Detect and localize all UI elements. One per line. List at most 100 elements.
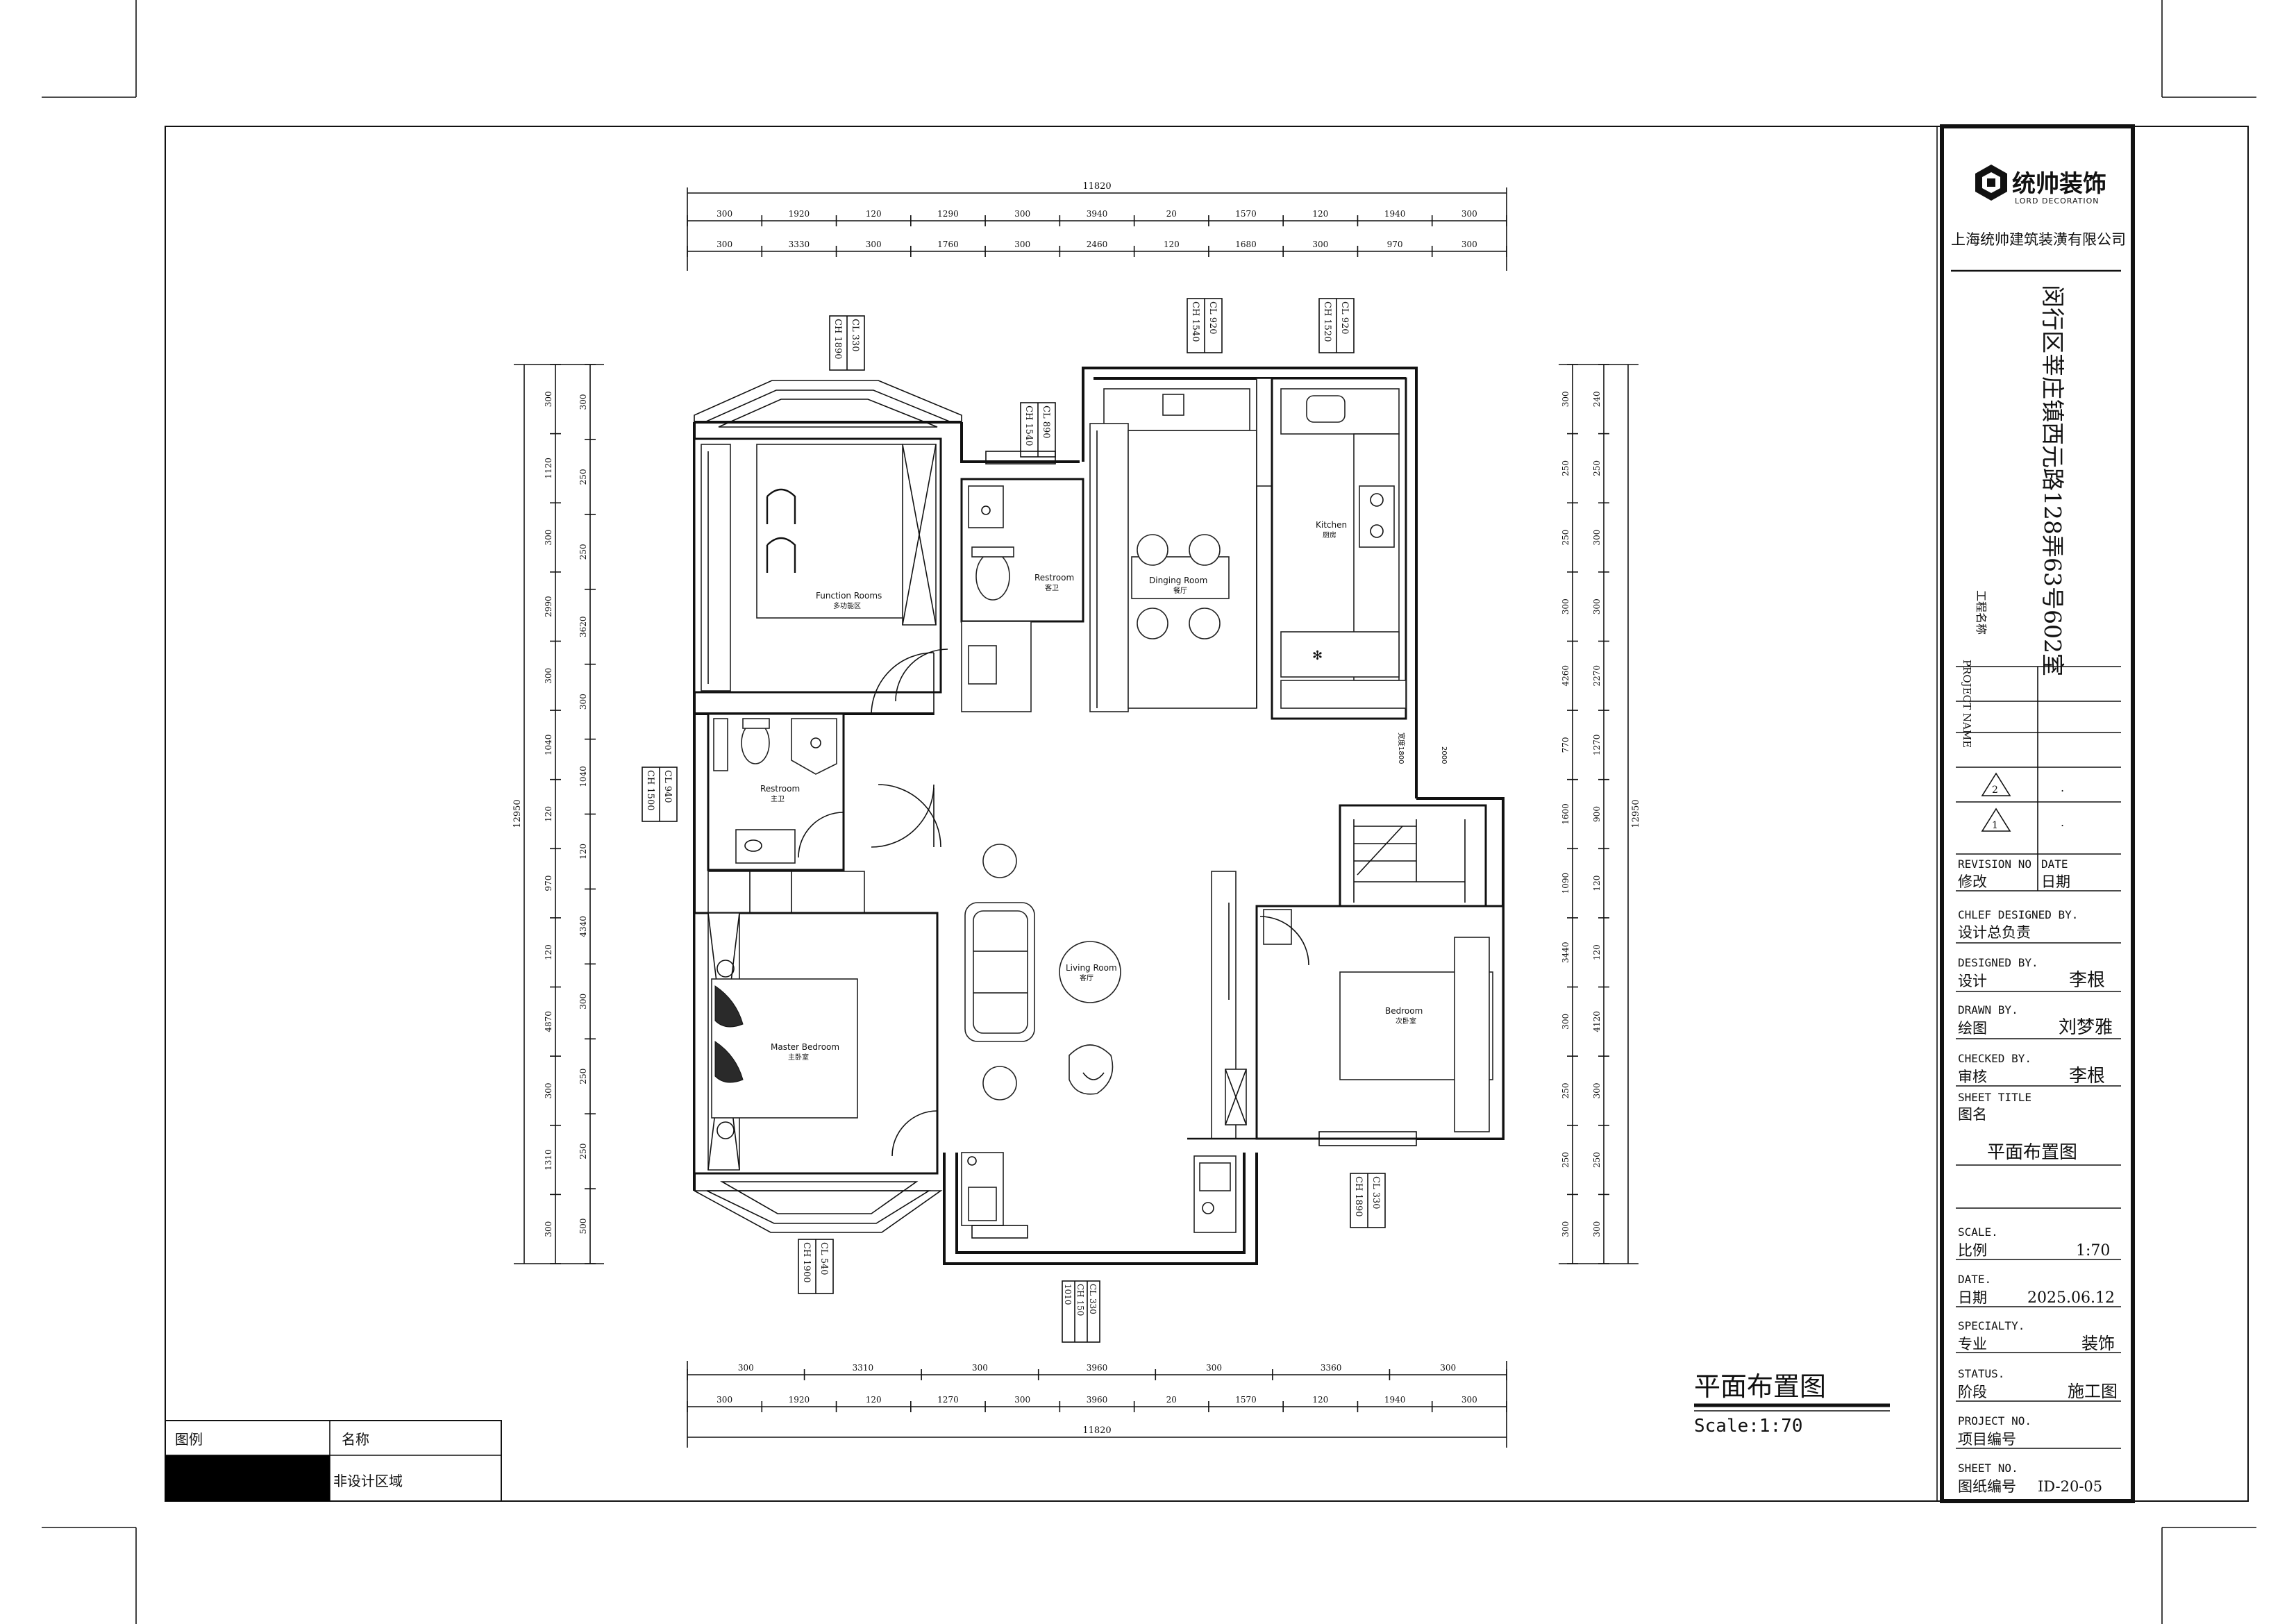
designed-label: DESIGNED BY. [1958,956,2038,969]
project-label-cn: 工程名称 [1975,590,1988,635]
dimension-label: 300 [1561,391,1570,407]
dimension-label: 1570 [1235,209,1257,219]
stove-icon [1359,485,1395,548]
status-label: STATUS. [1958,1367,2004,1380]
function-room-label-cn: 多功能区 [833,601,861,610]
window-tag: 1010 CH 150 CL 330 [1062,1280,1100,1343]
date-value: 2025.06.12 [2027,1289,2115,1307]
dimension-label: 1920 [789,209,810,219]
project-name: 闵行区莘庄镇西元路128弄63号602室 [2039,285,2066,676]
dimension-label: 300 [1440,1363,1456,1373]
dimension-label: 4340 [578,916,588,937]
window-tag-1010: 1010 [1063,1284,1073,1305]
dimension-label: 500 [578,1219,588,1234]
dimension-label: 300 [1014,240,1030,249]
dimension-label: 300 [1592,1221,1602,1237]
dimension-label: 250 [578,544,588,560]
title-block: 统帅装饰 LORD DECORATION 上海统帅建筑装潢有限公司 PROJEC… [1940,124,2135,1503]
note-1800: 宽度1800 [1397,733,1406,764]
window-tag-cl: CL 330 [1371,1176,1381,1209]
dining-room-label: Dinging Room [1149,576,1207,585]
kitchen-label-cn: 厨房 [1323,530,1336,539]
window-tag-ch: CH 1900 [801,1242,812,1283]
bedroom-label-cn: 次卧室 [1396,1016,1416,1026]
dimension-label: 1940 [1384,1395,1406,1405]
dimension-label: 3940 [1087,209,1108,219]
scale-label: SCALE. [1958,1225,1998,1239]
master-bedroom-label: Master Bedroom [771,1042,839,1052]
dimension-label: 300 [738,1363,754,1373]
drawn-value: 刘梦雅 [2059,1017,2113,1038]
window-tag-ch: CH 1520 [1322,301,1332,342]
floor-plan: Function Rooms 多功能区 Restroom 客卫 [693,367,1505,1265]
dimension-label: 300 [717,1395,732,1405]
dimension-label: 11820 [1082,1425,1111,1436]
drawn-label: DRAWN BY. [1958,1003,2018,1016]
window-tag-ch: CH 150 [1075,1284,1085,1316]
dimension-label: 300 [866,240,882,249]
window-tag: CH 1520 CL 920 [1318,298,1355,353]
window-tag-cl: CL 540 [819,1242,829,1275]
drawing-title: 平面布置图 Scale:1:70 [1694,1371,1890,1437]
company-name: 上海统帅建筑装潢有限公司 [1951,231,2126,248]
revision-table [1956,667,2121,891]
dimension-label: 120 [1592,944,1602,960]
dimension-label: 300 [544,530,553,546]
checked-label-cn: 审核 [1958,1069,1987,1085]
crop-marks [42,0,2256,1624]
sheet-no-value: ID-20-05 [2038,1478,2102,1495]
dimension-label: 2990 [544,596,553,617]
door-swings [871,652,941,848]
dimension-label: 1920 [789,1395,810,1405]
dimension-label: 120 [866,209,882,219]
dimension-label: 120 [544,944,553,960]
dimension-label: 300 [1014,209,1030,219]
scale-label-cn: 比例 [1958,1242,1987,1259]
status-label-cn: 阶段 [1958,1384,1987,1400]
restroom-master: Restroom 主卫 [707,712,865,914]
pillow-icon [714,985,744,1083]
dimension-label: 3310 [853,1363,874,1373]
dimension-label: 300 [578,394,588,410]
window-tag-cl: CL 920 [1339,301,1350,335]
dimension-label: 3620 [578,616,588,637]
revision-dot: . [2061,781,2064,794]
window-tag-cl: CL 920 [1207,301,1218,335]
dimension-label: 300 [1461,209,1477,219]
drawing-scale: Scale:1:70 [1694,1416,1803,1437]
dimension-label: 900 [1592,806,1602,822]
sheet-frame [165,126,2249,1502]
project-label-en: PROJECT NAME [1961,660,1973,748]
chief-label-cn: 设计总负责 [1958,924,2031,941]
dimension-lines [514,187,1639,1448]
company-logo: 统帅装饰 LORD DECORATION [1975,165,2106,206]
legend-swatch [165,1455,330,1501]
dimension-label: 250 [578,469,588,485]
window-tag: CH 1500 CL 940 [642,767,678,822]
window-tag: CH 1900 CL 540 [798,1239,834,1294]
dimension-label: 300 [717,209,732,219]
dimension-label: 300 [1312,240,1328,249]
window-tag: CH 1540 CL 890 [1020,402,1056,458]
dimension-label: 300 [1561,1221,1570,1237]
dimension-label: 4870 [544,1011,553,1032]
staircase [1339,804,1487,907]
dimension-label: 300 [1592,1083,1602,1099]
dimension-label: 1570 [1235,1395,1257,1405]
checked-label: CHECKED BY. [1958,1052,2031,1065]
project-no-label: PROJECT NO. [1958,1414,2031,1428]
function-room: Function Rooms 多功能区 [693,437,948,702]
status-value: 施工图 [2068,1382,2118,1401]
sheet-title-label: SHEET TITLE [1958,1091,2031,1104]
dimension-label: 300 [717,240,732,249]
dimension-label: 1090 [1561,873,1570,894]
dimension-label: 300 [1461,1395,1477,1405]
dimension-label: 300 [972,1363,988,1373]
function-room-label: Function Rooms [816,591,882,601]
dimension-label: 120 [544,806,553,822]
scale-value: 1:70 [2076,1242,2110,1259]
window-tag: CH 1540 CL 920 [1187,298,1223,353]
legend-table: 图例 名称 非设计区域 [165,1420,502,1502]
dimension-label: 300 [1206,1363,1222,1373]
